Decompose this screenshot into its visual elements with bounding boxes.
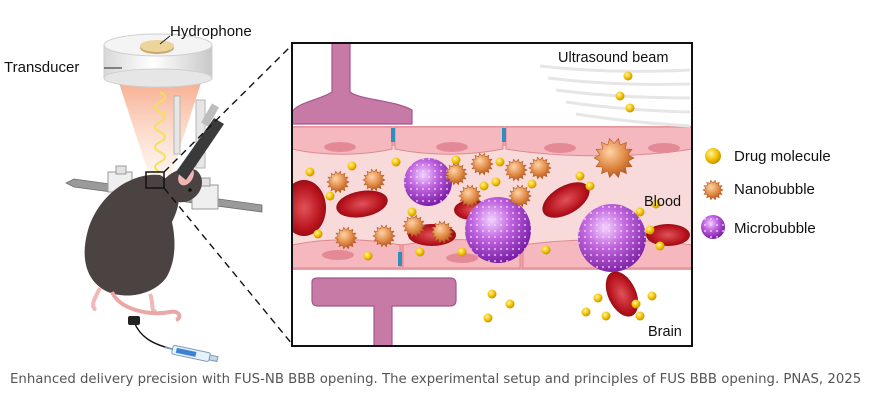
ultrasound-cone [118,80,202,178]
drug-molecule [347,161,357,171]
nanobubble [504,158,528,182]
drug-molecule [575,171,585,181]
drug-molecule [623,71,633,81]
drug-molecule [483,313,493,323]
drug-molecule [541,245,551,255]
drug-molecule [601,311,611,321]
nanobubble [444,162,468,186]
drug-molecule [451,155,461,165]
nanobubble [508,184,532,208]
syringe-icon [164,344,219,363]
legend-item-nanobubble: Nanobubble [702,179,815,201]
drug-molecule [647,291,657,301]
legend: Drug molecule Nanobubble Microbubble [701,148,831,239]
hydrophone [140,40,174,54]
nanobubble [470,152,494,176]
drug-molecules [305,71,665,323]
zoom-region-box [145,171,165,189]
nanobubble [372,224,396,248]
drug-molecule [655,241,665,251]
nanobubble [334,226,358,250]
nanobubble [326,170,350,194]
label-brain: Brain [648,324,682,340]
nanobubble [593,137,635,179]
drug-molecule [527,179,537,189]
microbubbles [404,158,646,272]
drug-molecule [635,311,645,321]
nanobubble [430,220,454,244]
drug-molecule [457,247,467,257]
neuron-bottom [311,277,457,346]
nanobubble [402,214,426,238]
drug-molecule [313,229,323,239]
nanobubbles [326,137,635,250]
legend-item-microbubble: Microbubble [701,215,816,239]
drug-molecule [581,307,591,317]
label-hydrophone: Hydrophone [170,23,252,40]
nanobubble-icon [702,179,724,201]
nanobubble [528,156,552,180]
neuron-top [292,43,413,125]
drug-molecule [407,207,417,217]
drug-molecule [391,157,401,167]
mouse [84,166,202,322]
legend-item-drug-molecule: Drug molecule [705,148,831,165]
drug-molecule [585,181,595,191]
legend-label: Nanobubble [734,181,815,198]
nanobubble [458,184,482,208]
legend-label: Microbubble [734,220,816,237]
pressure-wave [154,91,166,173]
drug-molecule [325,191,335,201]
drug-molecule [363,251,373,261]
nanobubble [702,179,724,201]
drug-molecule [415,247,425,257]
endothelial-cells-top [292,126,692,157]
drug-molecule [491,177,501,187]
drug-molecule [645,225,655,235]
drug-molecule [593,293,603,303]
experimental-setup [65,33,293,363]
drug-molecule [615,91,625,101]
drug-molecule [651,199,661,209]
drug-molecule-icon [705,148,721,164]
drug-molecule [495,157,505,167]
bbb-zoom-panel [291,42,693,347]
drug-molecule [625,103,635,113]
drug-molecule [479,181,489,191]
drug-molecule [631,299,641,309]
figure-caption: Enhanced delivery precision with FUS-NB … [10,372,862,387]
drug-molecule [505,299,515,309]
drug-molecule [305,167,315,177]
drug-molecule [487,289,497,299]
catheter-tube [133,321,177,351]
label-ultrasound-beam: Ultrasound beam [558,50,668,66]
legend-label: Drug molecule [734,148,831,165]
nanobubble [362,168,386,192]
label-blood: Blood [644,194,681,210]
drug-molecule [635,207,645,217]
label-transducer: Transducer [4,59,79,76]
